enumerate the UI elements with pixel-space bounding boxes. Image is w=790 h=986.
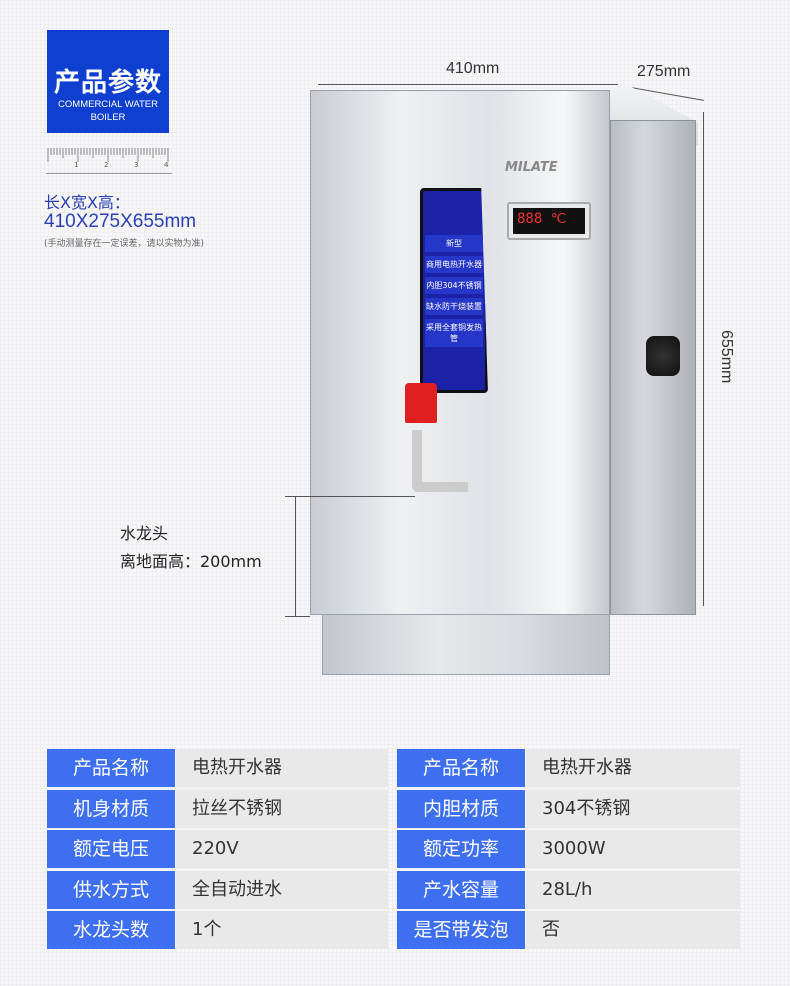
sticker-line: 内胆304不锈钢 [425,277,483,294]
spec-label: 内胆材质 [397,789,525,828]
spec-label: 机身材质 [47,789,175,828]
brand-logo: MILATE [505,160,558,175]
temperature-display: 888 ℃ [507,202,591,240]
sticker-line: 缺水防干烧装置 [425,298,483,315]
dimensions-label: 长X宽X高： [44,193,130,212]
tap-height: 离地面高：200mm [120,552,262,571]
section-subtitle-2: BOILER [90,112,126,123]
ruler-tick: 1 [74,161,79,169]
ruler-tick: 3 [134,161,139,169]
tap-height-line-bottom [285,616,310,617]
spec-label: 额定功率 [397,830,525,868]
spec-value: 28L/h [526,870,740,909]
spec-label: 供水方式 [47,870,175,909]
spec-value: 304不锈钢 [526,789,740,828]
tap-label: 水龙头 [120,524,169,543]
spec-value: 拉丝不锈钢 [176,789,388,828]
spec-label: 额定电压 [47,830,175,868]
spec-value: 3000W [526,830,740,868]
section-title-box: 产品参数 COMMERCIAL WATER BOILER [47,30,169,133]
dimensions-value: 410X275X655mm [44,211,197,232]
spec-label: 水龙头数 [47,911,175,949]
display-digits: 888 [517,211,543,227]
faucet-handle [405,383,437,423]
height-dimension-line [703,112,704,606]
spec-label: 产品名称 [47,749,175,787]
spec-value: 220V [176,830,388,868]
depth-annotation: 275mm [637,63,691,80]
tap-height-line-top [285,496,415,497]
width-dimension-line [318,84,618,85]
thermostat-knob [646,336,680,376]
ruler-tick: 4 [164,161,169,169]
dimensions-note: (手动测量存在一定误差，请以实物为准) [44,239,205,249]
sticker-line: 新型 [425,235,483,252]
width-annotation: 410mm [446,60,500,77]
spec-label: 产品名称 [397,749,525,787]
spec-value: 全自动进水 [176,870,388,909]
spec-value: 电热开水器 [526,749,740,787]
ruler-icon: 1 2 3 4 [46,146,172,174]
section-subtitle-1: COMMERCIAL WATER [58,99,158,110]
sticker-line: 商用电热开水器 [425,256,483,273]
ruler-tick: 2 [104,161,109,169]
section-title: 产品参数 [53,68,162,98]
spec-value: 电热开水器 [176,749,388,787]
tap-annotation: 水龙头 离地面高：200mm [120,520,262,576]
height-annotation: 655mm [718,330,735,384]
tap-height-line [295,496,296,616]
spec-value: 1个 [176,911,388,949]
spec-label: 产水容量 [397,870,525,909]
product-sticker: 新型 商用电热开水器 内胆304不锈钢 缺水防干烧装置 采用全套铜发热管 [420,188,488,393]
faucet-spout [412,430,468,492]
spec-value: 否 [526,911,740,949]
spec-label: 是否带发泡 [397,911,525,949]
sticker-line: 采用全套铜发热管 [425,319,483,347]
display-unit: ℃ [550,211,567,227]
